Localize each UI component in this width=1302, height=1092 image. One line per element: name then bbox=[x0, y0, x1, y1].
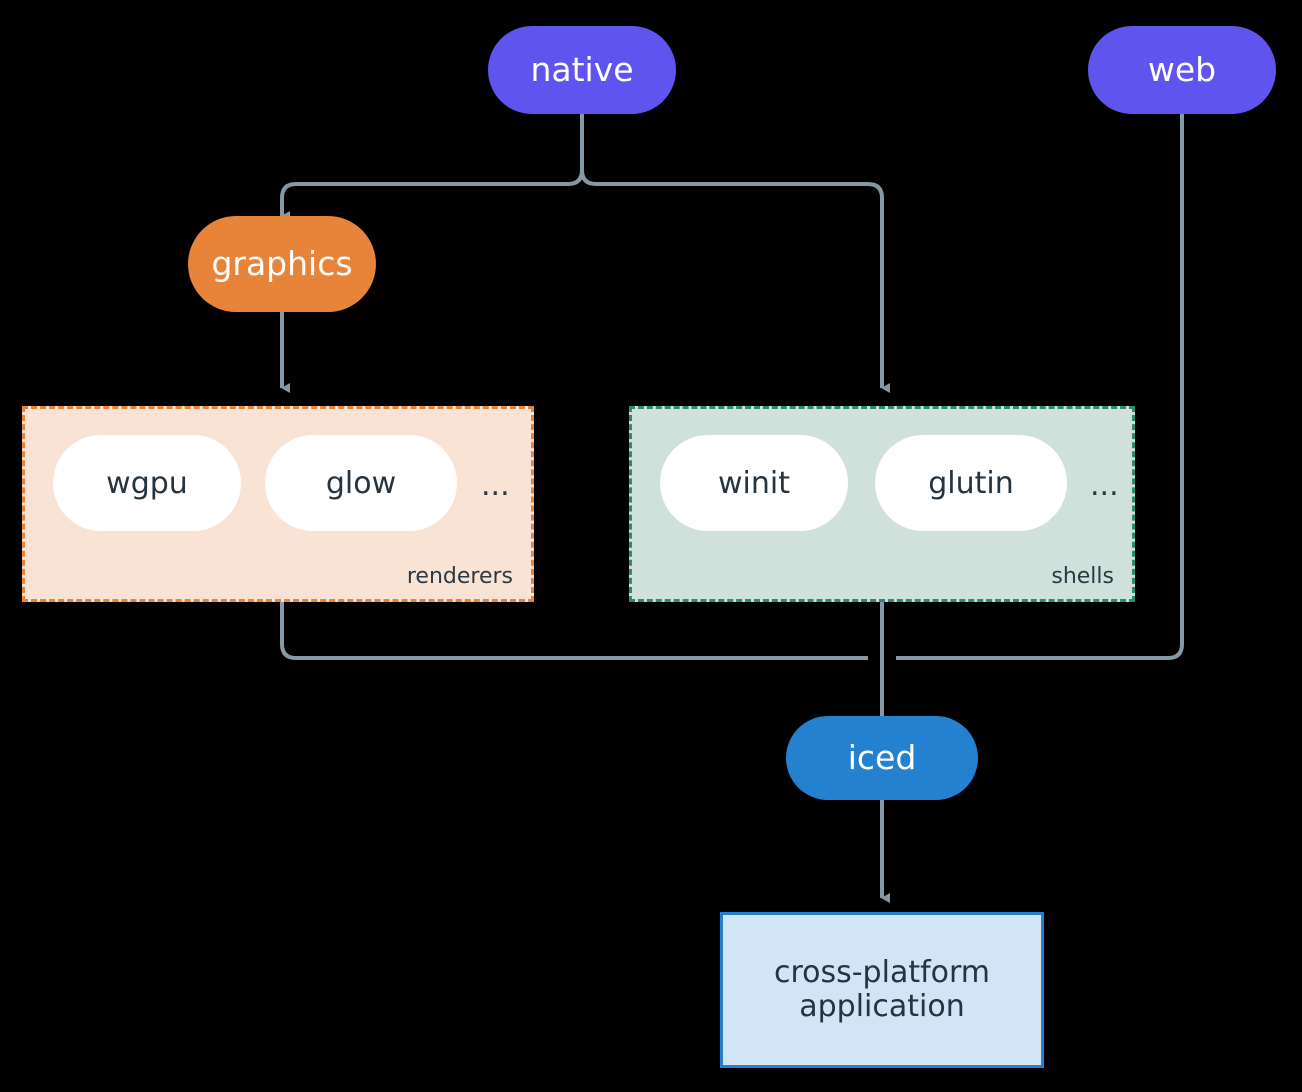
cluster-renderers: wgpu glow ... renderers bbox=[22, 406, 534, 602]
node-native-label: native bbox=[530, 50, 634, 90]
leaf-glutin-label: glutin bbox=[928, 465, 1014, 501]
edge-renderers-iced bbox=[280, 602, 868, 660]
leaf-glow-label: glow bbox=[325, 465, 397, 501]
cluster-shells-label: shells bbox=[1051, 564, 1114, 589]
node-application-line2: application bbox=[799, 989, 965, 1024]
node-native[interactable]: native bbox=[488, 26, 676, 114]
node-iced-label: iced bbox=[847, 738, 917, 778]
edge-web-iced bbox=[896, 643, 1184, 660]
renderers-ellipsis: ... bbox=[481, 468, 510, 503]
node-web-label: web bbox=[1147, 50, 1217, 90]
edge-native-graphics bbox=[280, 169, 584, 221]
node-application[interactable]: cross-platform application bbox=[720, 912, 1044, 1068]
leaf-glutin[interactable]: glutin bbox=[875, 435, 1067, 531]
cluster-shells: winit glutin ... shells bbox=[629, 406, 1135, 602]
leaf-glow[interactable]: glow bbox=[265, 435, 457, 531]
node-graphics-label: graphics bbox=[211, 244, 353, 284]
edge-native-shells bbox=[580, 169, 890, 393]
leaf-winit[interactable]: winit bbox=[660, 435, 848, 531]
node-iced[interactable]: iced bbox=[786, 716, 978, 800]
shells-ellipsis: ... bbox=[1090, 468, 1119, 503]
node-application-line1: cross-platform bbox=[773, 954, 991, 990]
leaf-winit-label: winit bbox=[718, 465, 790, 501]
leaf-wgpu[interactable]: wgpu bbox=[53, 435, 241, 531]
leaf-wgpu-label: wgpu bbox=[106, 465, 188, 501]
node-graphics[interactable]: graphics bbox=[188, 216, 376, 312]
cluster-renderers-label: renderers bbox=[406, 564, 513, 589]
node-web[interactable]: web bbox=[1088, 26, 1276, 114]
